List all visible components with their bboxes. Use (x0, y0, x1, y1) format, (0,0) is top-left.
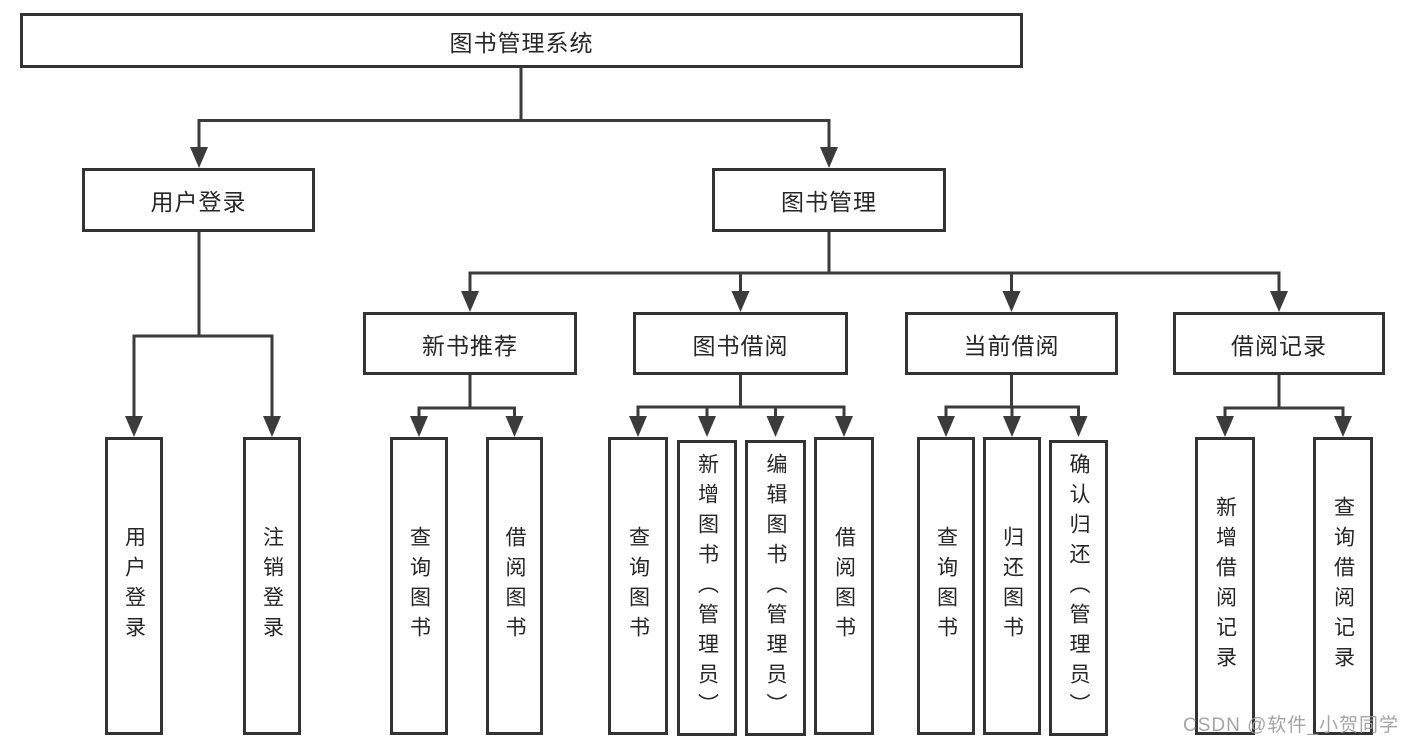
leaf-borrow-search-label: 查询图书 (626, 526, 650, 646)
leaf-current-search-label: 查询图书 (934, 526, 958, 646)
leaf-record-add: 新增借阅记录 (1195, 437, 1255, 735)
leaf-newbook-borrow-label: 借阅图书 (503, 526, 527, 646)
leaf-record-search: 查询借阅记录 (1313, 437, 1373, 735)
leaf-borrow-search: 查询图书 (608, 437, 668, 735)
book-management-node-label: 图书管理 (781, 189, 877, 215)
user-login-node-label: 用户登录 (150, 189, 247, 215)
leaf-current-return-label: 归还图书 (1000, 526, 1024, 646)
leaf-borrow-edit-label: 编辑图书（管理员） (764, 453, 788, 723)
new-book-recommend-node: 新书推荐 (363, 312, 577, 375)
leaf-borrow-edit: 编辑图书（管理员） (745, 440, 806, 736)
leaf-logout-label: 注销登录 (260, 526, 284, 646)
current-borrow-label: 当前借阅 (963, 332, 1060, 359)
leaf-current-return: 归还图书 (983, 437, 1041, 735)
watermark: CSDN @软件_小贺同学 (1183, 715, 1399, 736)
root-node: 图书管理系统 (20, 13, 1023, 68)
book-borrow-node: 图书借阅 (633, 312, 848, 375)
leaf-user-login-label: 用户登录 (122, 526, 146, 646)
leaf-newbook-borrow: 借阅图书 (486, 437, 543, 735)
book-management-node: 图书管理 (712, 168, 946, 232)
leaf-borrow-add: 新增图书（管理员） (677, 440, 737, 736)
leaf-logout: 注销登录 (243, 437, 301, 735)
leaf-current-confirm-label: 确认归还（管理员） (1067, 453, 1091, 723)
leaf-borrow-borrow-label: 借阅图书 (832, 526, 856, 646)
leaf-current-confirm: 确认归还（管理员） (1049, 440, 1108, 736)
leaf-current-search: 查询图书 (917, 437, 975, 735)
leaf-borrow-add-label: 新增图书（管理员） (695, 453, 719, 723)
leaf-record-add-label: 新增借阅记录 (1213, 496, 1237, 676)
leaf-record-search-label: 查询借阅记录 (1331, 496, 1355, 676)
leaf-newbook-search-label: 查询图书 (407, 526, 431, 646)
user-login-node: 用户登录 (82, 168, 315, 232)
leaf-borrow-borrow: 借阅图书 (814, 437, 874, 735)
root-node-label: 图书管理系统 (449, 29, 594, 56)
borrow-record-label: 借阅记录 (1231, 332, 1327, 359)
leaf-newbook-search: 查询图书 (390, 437, 448, 735)
book-borrow-label: 图书借阅 (692, 332, 789, 359)
borrow-record-node: 借阅记录 (1173, 312, 1385, 375)
new-book-recommend-label: 新书推荐 (422, 332, 518, 359)
current-borrow-node: 当前借阅 (905, 312, 1118, 375)
leaf-user-login: 用户登录 (105, 437, 163, 735)
